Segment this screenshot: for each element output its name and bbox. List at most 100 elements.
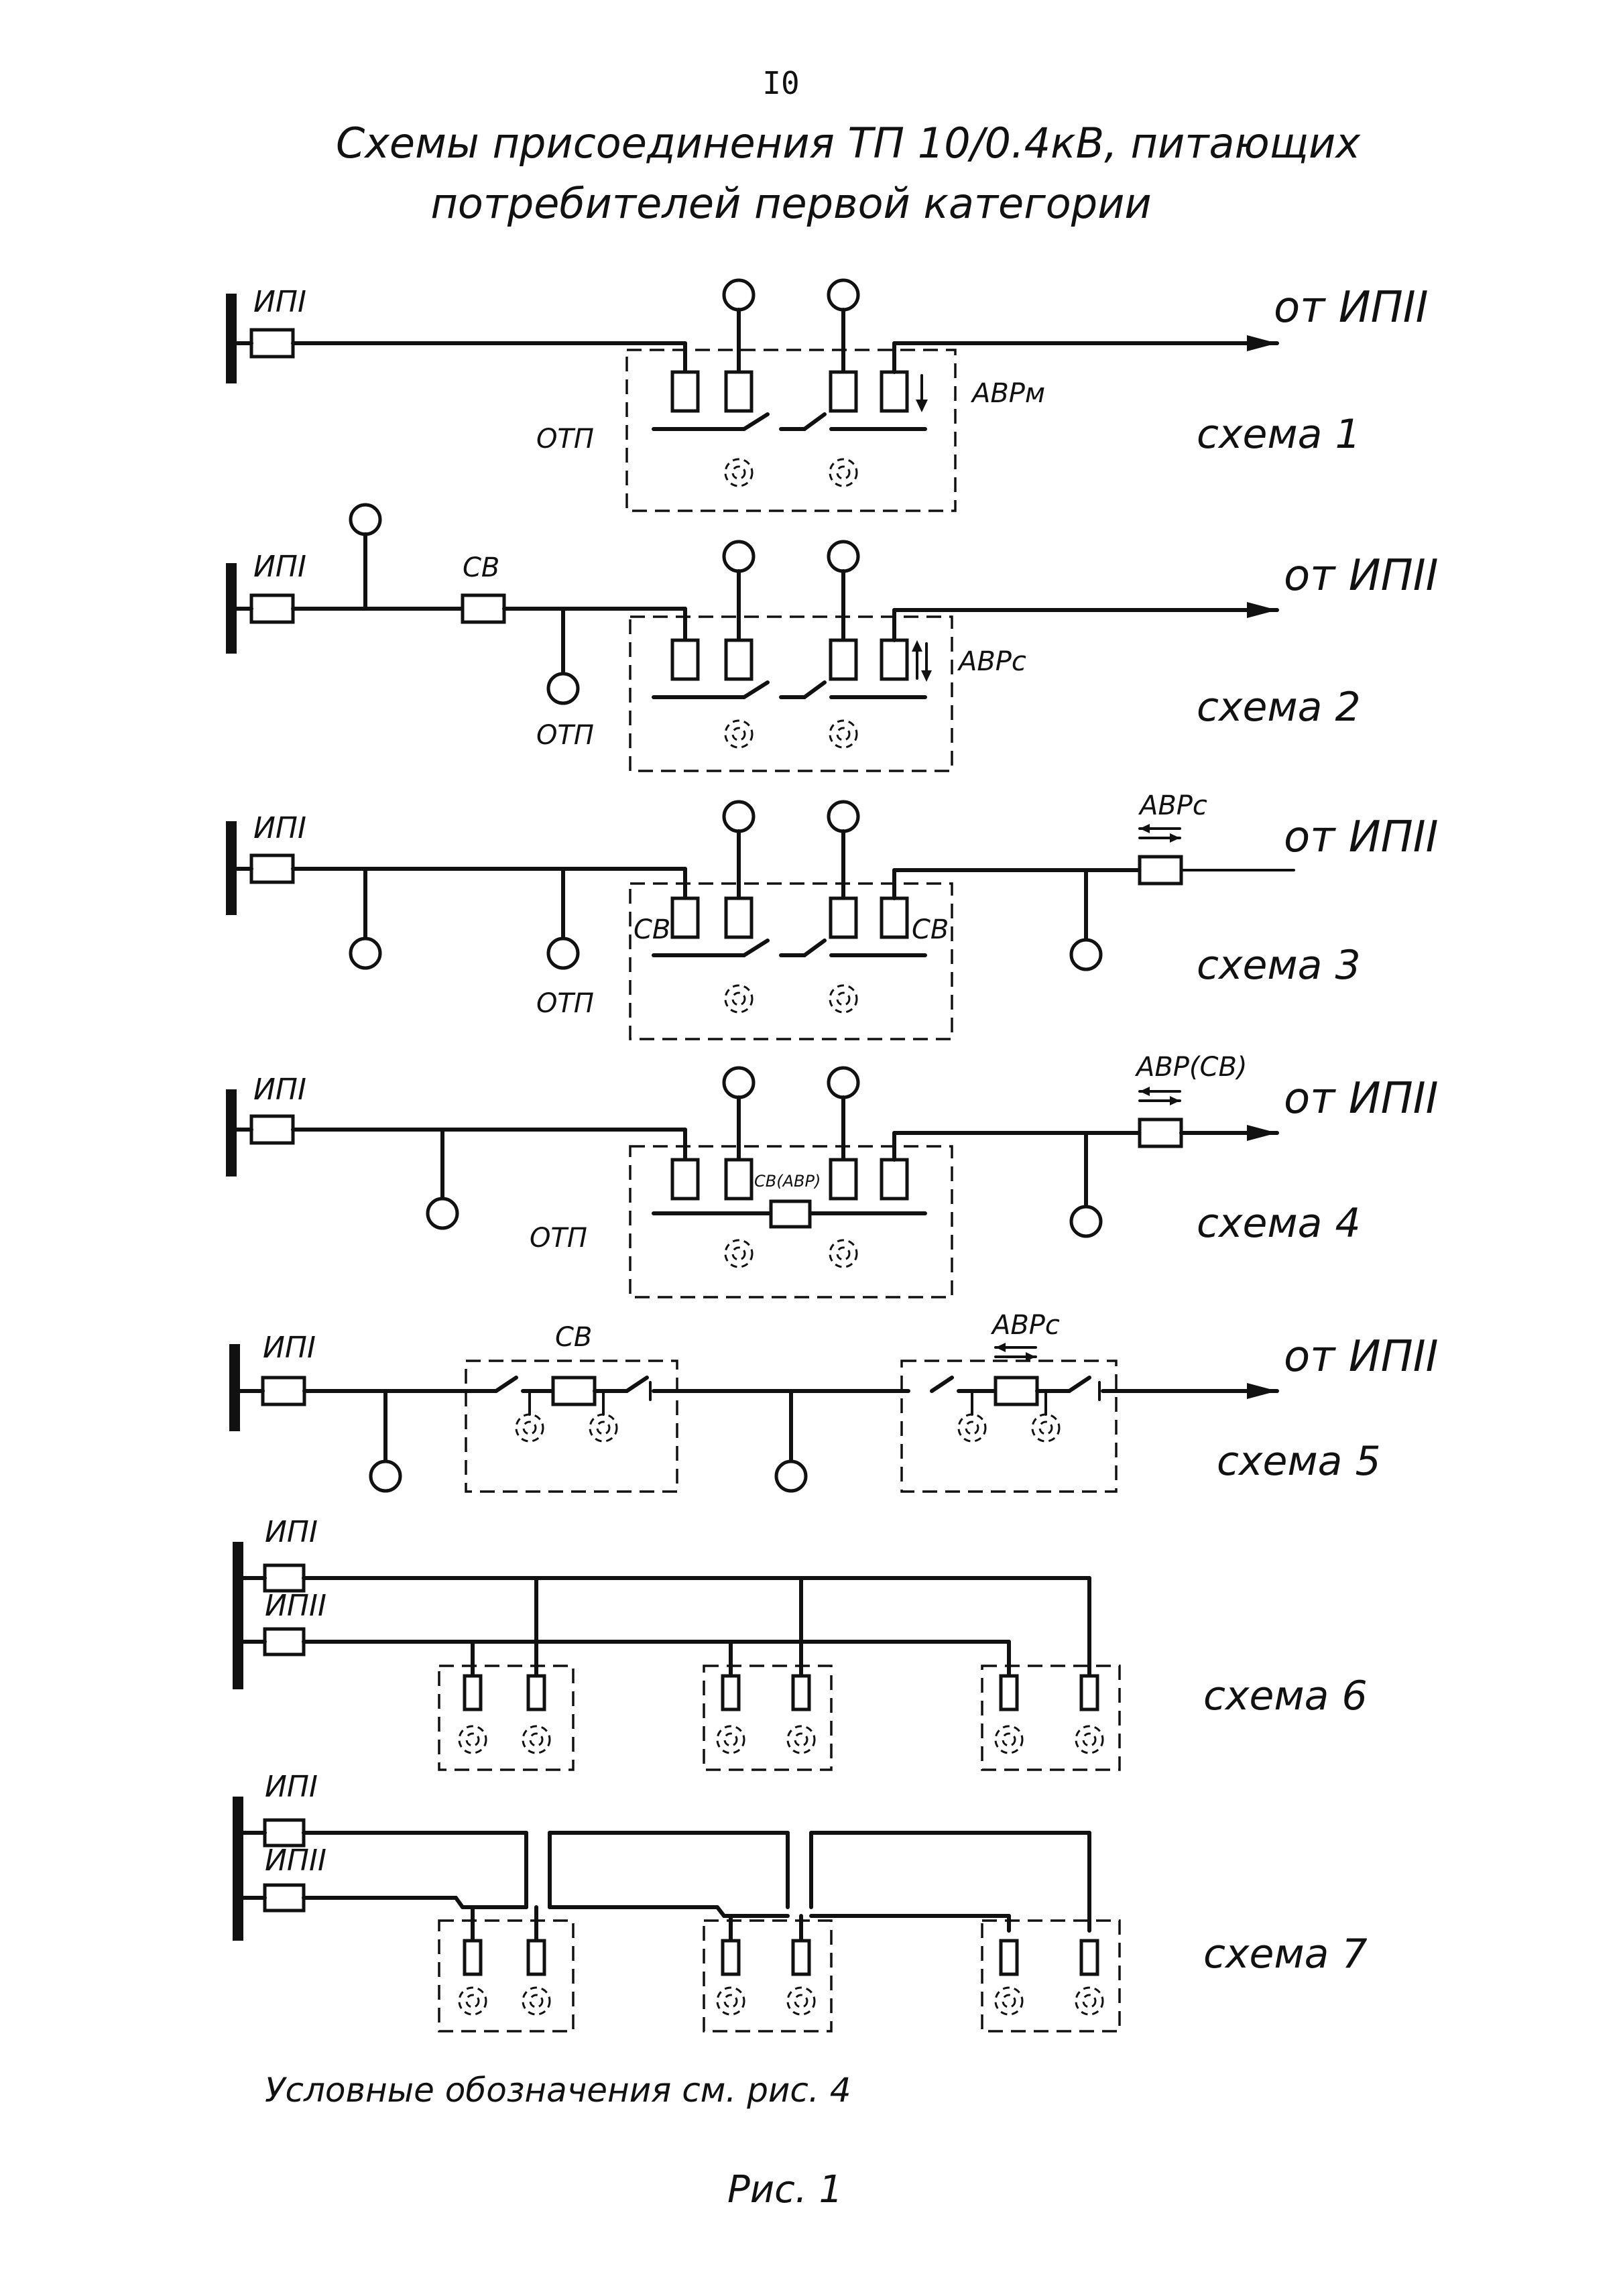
load-node (827, 800, 860, 833)
title-line-1: Схемы присоединения ТП 10/0.4кВ, питающи… (336, 119, 1361, 168)
fuse (791, 1939, 811, 1976)
fuse (526, 1674, 546, 1711)
scheme-3: ИПI ОТП СВ СВ АВРс от ИПII (226, 790, 1439, 1040)
load-node (722, 1066, 756, 1099)
tp-outline (438, 1919, 575, 2033)
breaker (670, 1158, 700, 1201)
fuse (999, 1939, 1019, 1976)
label-avr-sv: АВР(СВ) (1134, 1052, 1248, 1083)
label-sv: СВ (555, 1322, 592, 1353)
breaker (670, 896, 700, 939)
tp-outline (438, 1665, 575, 1771)
tp-outline (465, 1360, 678, 1493)
fuse (526, 1939, 546, 1976)
tp-outline (900, 1360, 1118, 1493)
scheme-4: ИПI ОТП СВ(АВР) АВР(СВ) от ИПII (226, 1052, 1439, 1298)
label-sv: СВ (634, 914, 670, 945)
load-node (546, 672, 580, 705)
label-ip1: ИПI (265, 1515, 318, 1549)
breaker-ip2 (263, 1627, 306, 1656)
scheme-1: ИПI ОТП от ИПII АВРм схема 1 (226, 278, 1429, 512)
label-from-ip2: от ИПII (1284, 1074, 1439, 1124)
breaker (880, 370, 909, 413)
breaker (670, 638, 700, 681)
scheme-1-label: схема 1 (1197, 411, 1361, 458)
label-otp: ОТП (536, 720, 594, 751)
tp-outline (625, 349, 957, 512)
load-node (774, 1459, 808, 1493)
scheme-7-label: схема 7 (1203, 1931, 1368, 1978)
breaker-ip1 (261, 1376, 306, 1406)
label-sv-avr: СВ(АВР) (754, 1172, 821, 1191)
label-ip2: ИПII (265, 1589, 326, 1623)
tp-outline (981, 1919, 1121, 2033)
breaker (724, 638, 754, 681)
label-from-ip2: от ИПII (1284, 551, 1439, 601)
label-ip1: ИПI (253, 285, 306, 319)
breaker (724, 896, 754, 939)
fuse (999, 1674, 1019, 1711)
breaker (880, 896, 909, 939)
legend-note: Условные обозначения см. рис. 4 (265, 2071, 851, 2110)
label-otp: ОТП (530, 1223, 587, 1254)
label-ip1: ИПI (253, 811, 306, 845)
fuse (791, 1674, 811, 1711)
load-node (349, 503, 382, 536)
label-ip1: ИПI (253, 1073, 306, 1107)
tp-outline (703, 1919, 833, 2033)
breaker (829, 638, 858, 681)
load-node (827, 1066, 860, 1099)
label-avr-s: АВРс (957, 646, 1026, 677)
label-sv: СВ (463, 552, 499, 583)
load-node (827, 278, 860, 312)
label-avr-m: АВРм (970, 378, 1045, 409)
load-node (546, 936, 580, 970)
tp-outline (629, 615, 953, 772)
tp-outline (981, 1665, 1121, 1771)
fuse (1079, 1939, 1099, 1976)
arrow-icon (1247, 1383, 1277, 1399)
breaker (880, 638, 909, 681)
load-node (349, 936, 382, 970)
breaker (829, 896, 858, 939)
page-number: I0 (762, 65, 799, 101)
tp-outline (629, 1145, 953, 1298)
load-node (722, 278, 756, 312)
scheme-6-label: схема 6 (1203, 1673, 1368, 1719)
load-node (1069, 1205, 1103, 1238)
label-ip1: ИПI (263, 1331, 316, 1365)
load-node (369, 1459, 402, 1493)
breaker-sv (461, 593, 506, 624)
breaker-ip1 (263, 1818, 306, 1848)
scheme-7: ИПI ИПII (233, 1770, 1368, 2033)
load-node (722, 540, 756, 573)
scheme-2: ИПI СВ ОТП от ИПII АВРс (226, 503, 1439, 772)
scheme-2-label: схема 2 (1197, 684, 1361, 731)
breaker (670, 370, 700, 413)
breaker-avr (1138, 855, 1183, 886)
arrow-icon (1247, 335, 1277, 351)
breaker-ip1 (249, 593, 295, 624)
scheme-5-label: схема 5 (1217, 1438, 1381, 1485)
breaker-sv-avr (769, 1199, 812, 1229)
breaker (829, 1158, 858, 1201)
breaker-avr (994, 1376, 1039, 1406)
fuse (463, 1939, 483, 1976)
load-node (426, 1197, 459, 1230)
breaker-ip2 (263, 1883, 306, 1913)
label-ip1: ИПI (253, 550, 306, 584)
scheme-3-label: схема 3 (1197, 942, 1361, 989)
breaker (724, 1158, 754, 1201)
breaker-ip1 (249, 1114, 295, 1145)
fuse (1079, 1674, 1099, 1711)
figure-caption: Рис. 1 (727, 2168, 843, 2212)
title-line-2: потребителей первой категории (430, 179, 1151, 228)
label-sv: СВ (912, 914, 949, 945)
label-from-ip2: от ИПII (1284, 1332, 1439, 1382)
breaker-ip1 (263, 1563, 306, 1593)
tp-outline (629, 882, 953, 1040)
label-avr-s: АВРс (1138, 790, 1207, 821)
breaker-avr (1138, 1117, 1183, 1148)
